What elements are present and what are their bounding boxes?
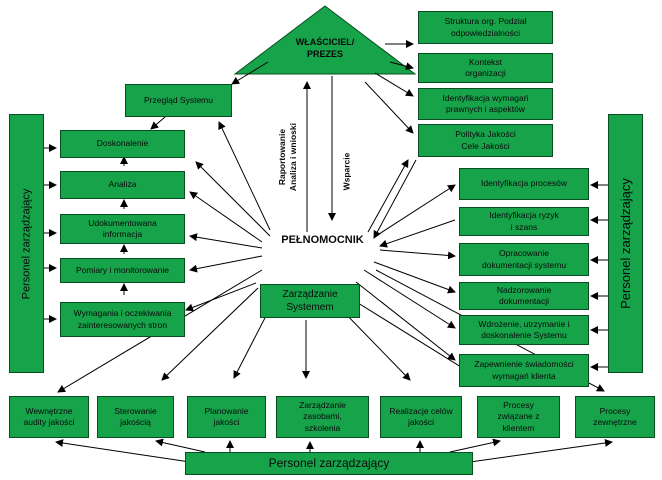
box-analysis: Analiza (60, 171, 185, 199)
box-measurement: Pomiary i monitorowanie (60, 258, 185, 283)
support-label: Wsparcie (341, 152, 352, 191)
personnel-bottom-bar: Personel zarządzający (185, 452, 473, 475)
box-system-management: Zarządzanie Systemem (260, 284, 360, 318)
personnel-left-bar: Personel zarządzający (9, 114, 44, 373)
box-customer-awareness: Zapewnienie świadomości wymagań klienta (459, 354, 589, 387)
box-system-documentation: Opracowanie dokumentacji systemu (459, 243, 589, 276)
box-org-structure: Struktura org. Podział odpowiedzialności (418, 11, 553, 44)
personnel-right-bar: Personel zarządzający (608, 114, 643, 373)
box-improvement: Doskonalenie (60, 130, 185, 158)
box-quality-goals: Realizacje celów jakości (380, 396, 462, 438)
box-organization-context: Kontekst organizacji (418, 53, 553, 83)
box-stakeholder-requirements: Wymagania i oczekiwania zainteresowanych… (60, 302, 185, 337)
box-documentation-supervision: Nadzorowanie dokumentacji (459, 282, 589, 310)
box-system-review: Przegląd Systemu (125, 84, 232, 117)
box-risk-identification: Identyfikacja ryzyk i szans (459, 207, 589, 236)
personnel-right-label: Personel zarządzający (618, 178, 634, 309)
owner-triangle (233, 5, 417, 75)
box-quality-control: Sterowanie jakością (97, 396, 174, 438)
personnel-left-label: Personel zarządzający (20, 188, 33, 299)
box-documented-info: Udokumentowana informacja (60, 214, 185, 244)
owner-label: WŁAŚCICIEL/ PREZES (295, 37, 355, 60)
box-resource-management: Zarządzanie zasobami, szkolenia (276, 396, 369, 438)
box-system-implementation: Wdrożenie, utrzymanie i doskonalenie Sys… (459, 315, 589, 345)
box-legal-requirements: Identyfikacja wymagań prawnych i aspektó… (418, 88, 553, 120)
box-external-processes: Procesy zewnętrzne (575, 396, 655, 438)
reporting-label: Raportowanie Analiza i wnioski (276, 123, 298, 192)
box-internal-audits: Wewnętrzne audity jakości (9, 396, 89, 438)
box-quality-planning: Planowanie jakości (187, 396, 266, 438)
box-process-identification: Identyfikacja procesów (459, 168, 589, 200)
center-label: PEŁNOMOCNIK (281, 234, 364, 246)
box-customer-processes: Procesy związane z klientem (477, 396, 560, 438)
box-quality-policy: Polityka Jakości Cele Jakości (418, 124, 553, 157)
